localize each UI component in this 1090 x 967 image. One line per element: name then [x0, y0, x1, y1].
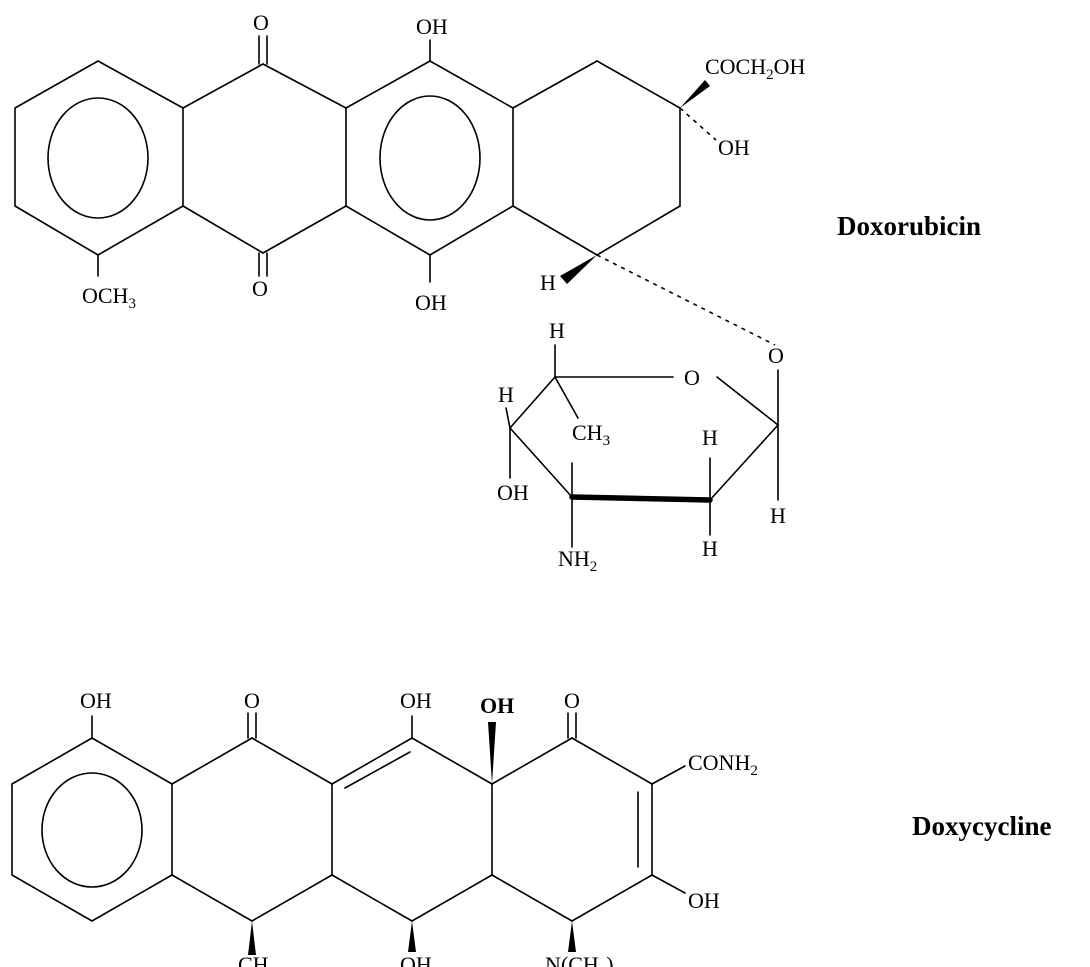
sugar-label-h-left: H — [498, 382, 514, 407]
dox-label-oh-bottom: OH — [415, 290, 447, 315]
dox-wedge-h — [560, 255, 597, 284]
dox-ring-a-aromatic-circle — [47, 97, 149, 219]
doxy-label-oh-bottom: OH — [400, 952, 432, 967]
sugar-label-nh2: NH2 — [558, 546, 597, 575]
doxy-carbonyl-1 — [247, 712, 257, 739]
doxy-name: Doxycycline — [912, 811, 1051, 841]
dox-hash-oh — [679, 107, 717, 141]
doxy-ring-d — [491, 737, 653, 922]
doxy-label-oh-right: OH — [688, 888, 720, 913]
doxy-label-oh-bold: OH — [480, 693, 514, 718]
dox-carbonyl-bottom — [258, 252, 268, 277]
dox-wedge-coch2oh — [680, 80, 710, 108]
doxy-ring-a — [11, 737, 173, 922]
dox-label-o-top: O — [253, 10, 269, 35]
doxy-label-nme2: N(CH3)2 — [545, 952, 621, 967]
sugar-label-o-ring: O — [684, 365, 700, 390]
sugar-label-h-right: H — [770, 503, 786, 528]
dox-carbonyl-top — [258, 35, 268, 65]
doxy-ring-a-aromatic-circle — [41, 772, 143, 888]
doxy-conh2-bond — [651, 765, 686, 785]
doxy-label-ch3: CH3 — [238, 952, 276, 967]
doxy-label-o-2: O — [564, 688, 580, 713]
dox-label-o-bottom: O — [252, 276, 268, 301]
doxycycline-structure: OH O OH OH O CONH2 OH CH3 OH N(CH3)2 Dox… — [11, 688, 1051, 967]
dox-label-h-c7: H — [540, 270, 556, 295]
sugar-label-h-top: H — [549, 318, 565, 343]
sugar-label-oh: OH — [497, 480, 529, 505]
dox-ring-c-aromatic-circle — [379, 95, 481, 221]
doxy-label-oh-left: OH — [80, 688, 112, 713]
dox-glycosidic-dashed-bond — [596, 254, 776, 346]
doxy-label-conh2: CONH2 — [688, 750, 758, 779]
dox-ring-c — [345, 60, 514, 256]
doxy-wedge-oh — [488, 722, 496, 784]
dox-ring-d — [512, 60, 681, 256]
dox-label-och3: OCH3 — [82, 283, 136, 312]
dox-ring-b — [182, 63, 347, 254]
sugar-label-h-bottom: H — [702, 536, 718, 561]
doxy-carbonyl-2 — [567, 712, 577, 739]
doxy-oh-right-bond — [651, 874, 686, 894]
doxy-ring-b — [171, 737, 333, 922]
dox-ring-a — [14, 60, 184, 256]
sugar-label-h-mid: H — [702, 425, 718, 450]
dox-label-oh-top: OH — [416, 14, 448, 39]
sugar-label-ch3: CH3 — [572, 420, 610, 449]
dox-sugar-ring — [505, 344, 779, 548]
doxy-ring-c — [331, 737, 493, 922]
doxy-wedge-nme2 — [568, 921, 576, 952]
doxy-label-o-1: O — [244, 688, 260, 713]
doxy-wedge-ch3 — [248, 921, 256, 955]
dox-label-o-glycosidic: O — [768, 343, 784, 368]
dox-label-oh-right: OH — [718, 135, 750, 160]
dox-label-coch2oh: COCH2OH — [705, 54, 806, 83]
doxy-wedge-oh-bottom — [408, 921, 416, 952]
doxorubicin-structure: O OH COCH2OH OH O OCH3 OH H O Doxorubici… — [14, 10, 981, 575]
doxy-label-oh-mid: OH — [400, 688, 432, 713]
dox-name: Doxorubicin — [837, 211, 981, 241]
